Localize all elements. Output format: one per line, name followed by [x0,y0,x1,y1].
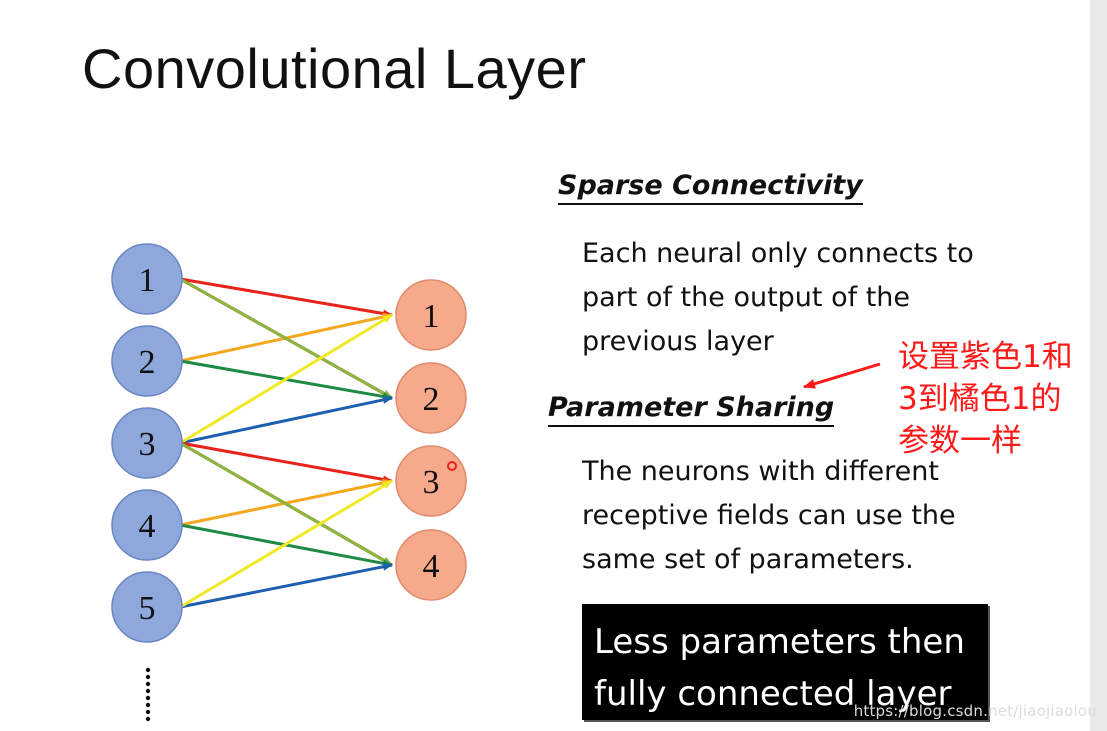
parameter-sharing-text: The neurons with different receptive fie… [582,450,1042,582]
edge-in3-out2 [179,395,393,445]
input-node-1: 1 [111,243,183,315]
annotation-arrow-icon [803,362,881,389]
sharing-line: receptive fields can use the [582,500,956,531]
parameter-sharing-heading: Parameter Sharing [548,392,835,428]
conclusion-line: Less parameters then [594,622,965,662]
right-edge-strip [1090,0,1107,731]
sparse-line: Each neural only connects to [582,238,974,269]
connection-edges [179,277,393,609]
edge-in3-out3 [179,441,393,484]
output-node-3: 3 [395,445,467,517]
edge-in5-out3 [179,479,393,609]
edge-in3-out4 [179,441,393,567]
input-node-2-label: 2 [139,344,156,381]
handwritten-annotation: 设置紫色1和3到橘色1的参数一样 [898,339,1073,459]
edge-in5-out4 [179,562,393,609]
output-node-4: 4 [395,529,467,601]
input-node-5: 5 [111,571,183,643]
slide-title: Convolutional Layer [82,37,587,100]
network-nodes: 1 2 3 4 5 1 2 3 4 [111,243,467,643]
sparse-line: part of the output of the [582,282,911,313]
continuation-ellipsis [145,667,151,722]
pointer-marker-icon [447,461,457,471]
input-node-4-label: 4 [139,508,156,545]
sharing-line: same set of parameters. [582,544,914,575]
input-node-3: 3 [111,407,183,479]
output-node-1: 1 [395,279,467,351]
conclusion-box: Less parameters then fully connected lay… [582,604,988,720]
sparse-connectivity-heading: Sparse Connectivity [558,170,863,206]
edge-in1-out2 [179,277,393,400]
output-node-1-label: 1 [423,298,440,335]
sparse-connectivity-text: Each neural only connects to part of the… [582,232,1042,364]
input-node-3-label: 3 [139,426,156,463]
edge-in3-out1 [179,313,393,445]
edge-in1-out1 [179,277,393,318]
conclusion-line: fully connected layer [594,674,952,714]
input-node-4: 4 [111,489,183,561]
input-node-1-label: 1 [139,262,156,299]
output-node-3-label: 3 [423,464,440,501]
input-node-5-label: 5 [139,590,156,627]
output-node-4-label: 4 [423,548,440,585]
sharing-line: The neurons with different [582,456,939,487]
sparse-line: previous layer [582,326,774,357]
output-node-2-label: 2 [423,381,440,418]
output-node-2: 2 [395,362,467,434]
watermark: https://blog.csdn.net/jiaojiaolou [853,702,1097,720]
input-node-2: 2 [111,325,183,397]
